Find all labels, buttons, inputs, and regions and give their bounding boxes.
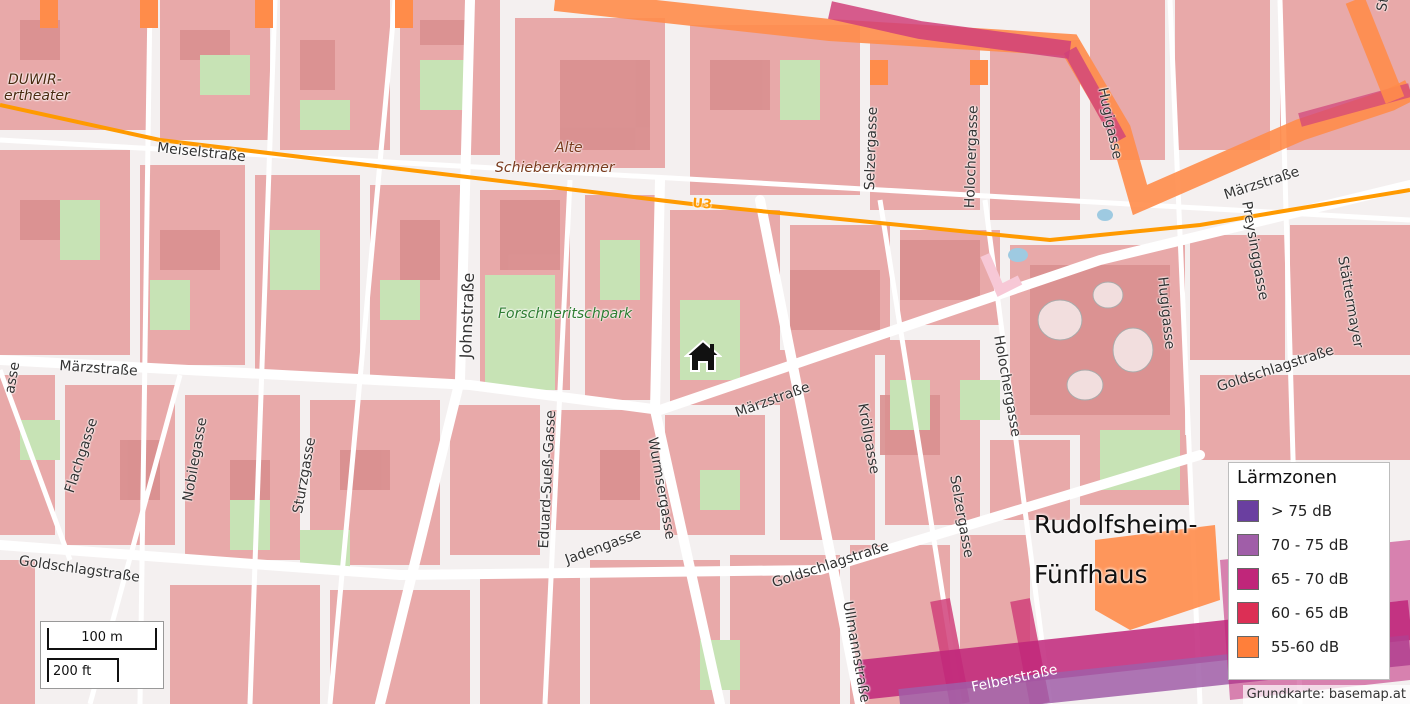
map-label-alte: Alte [555, 140, 583, 156]
legend-item-label: 55-60 dB [1271, 638, 1340, 656]
legend-item-label: > 75 dB [1271, 502, 1333, 520]
legend-item: 55-60 dB [1237, 630, 1381, 664]
map-attribution[interactable]: Grundkarte: basemap.at [1242, 685, 1410, 704]
street-label-selzergasse-top: Selzergasse [862, 106, 881, 191]
legend-item-label: 65 - 70 dB [1271, 570, 1349, 588]
map-label-u3: U3 [691, 196, 713, 213]
map-label-schieberkammer: Schieberkammer [495, 160, 615, 176]
legend-swatch [1237, 602, 1259, 624]
noise-edge-markers [40, 0, 988, 85]
legend-item-label: 60 - 65 dB [1271, 604, 1349, 622]
scale-imperial: 200 ft [47, 658, 119, 682]
district-label-line2: Fünfhaus [1034, 560, 1148, 589]
street-label-johnstrasse: Johnstraße [456, 272, 478, 359]
district-label-line1: Rudolfsheim- [1034, 510, 1198, 539]
legend-title: Lärmzonen [1237, 467, 1338, 488]
legend-swatch [1237, 534, 1259, 556]
reservoir-basins [1037, 281, 1154, 401]
map-label-duwir: DUWIR- [8, 72, 62, 88]
noise-legend: Lärmzonen > 75 dB 70 - 75 dB 65 - 70 dB … [1228, 462, 1390, 680]
legend-swatch [1237, 636, 1259, 658]
legend-item: 65 - 70 dB [1237, 562, 1381, 596]
legend-item: 60 - 65 dB [1237, 596, 1381, 630]
scale-metric: 100 m [47, 628, 157, 650]
legend-swatch [1237, 568, 1259, 590]
home-icon[interactable] [684, 338, 722, 374]
map-label-forschneritschpark: Forschneritschpark [498, 306, 633, 322]
scale-bar: 100 m 200 ft [40, 621, 164, 689]
legend-item: 70 - 75 dB [1237, 528, 1381, 562]
legend-item-label: 70 - 75 dB [1271, 536, 1349, 554]
legend-swatch [1237, 500, 1259, 522]
u3-line [0, 103, 1410, 243]
map-label-ertheater: ertheater [4, 88, 70, 104]
legend-item: > 75 dB [1237, 494, 1381, 528]
